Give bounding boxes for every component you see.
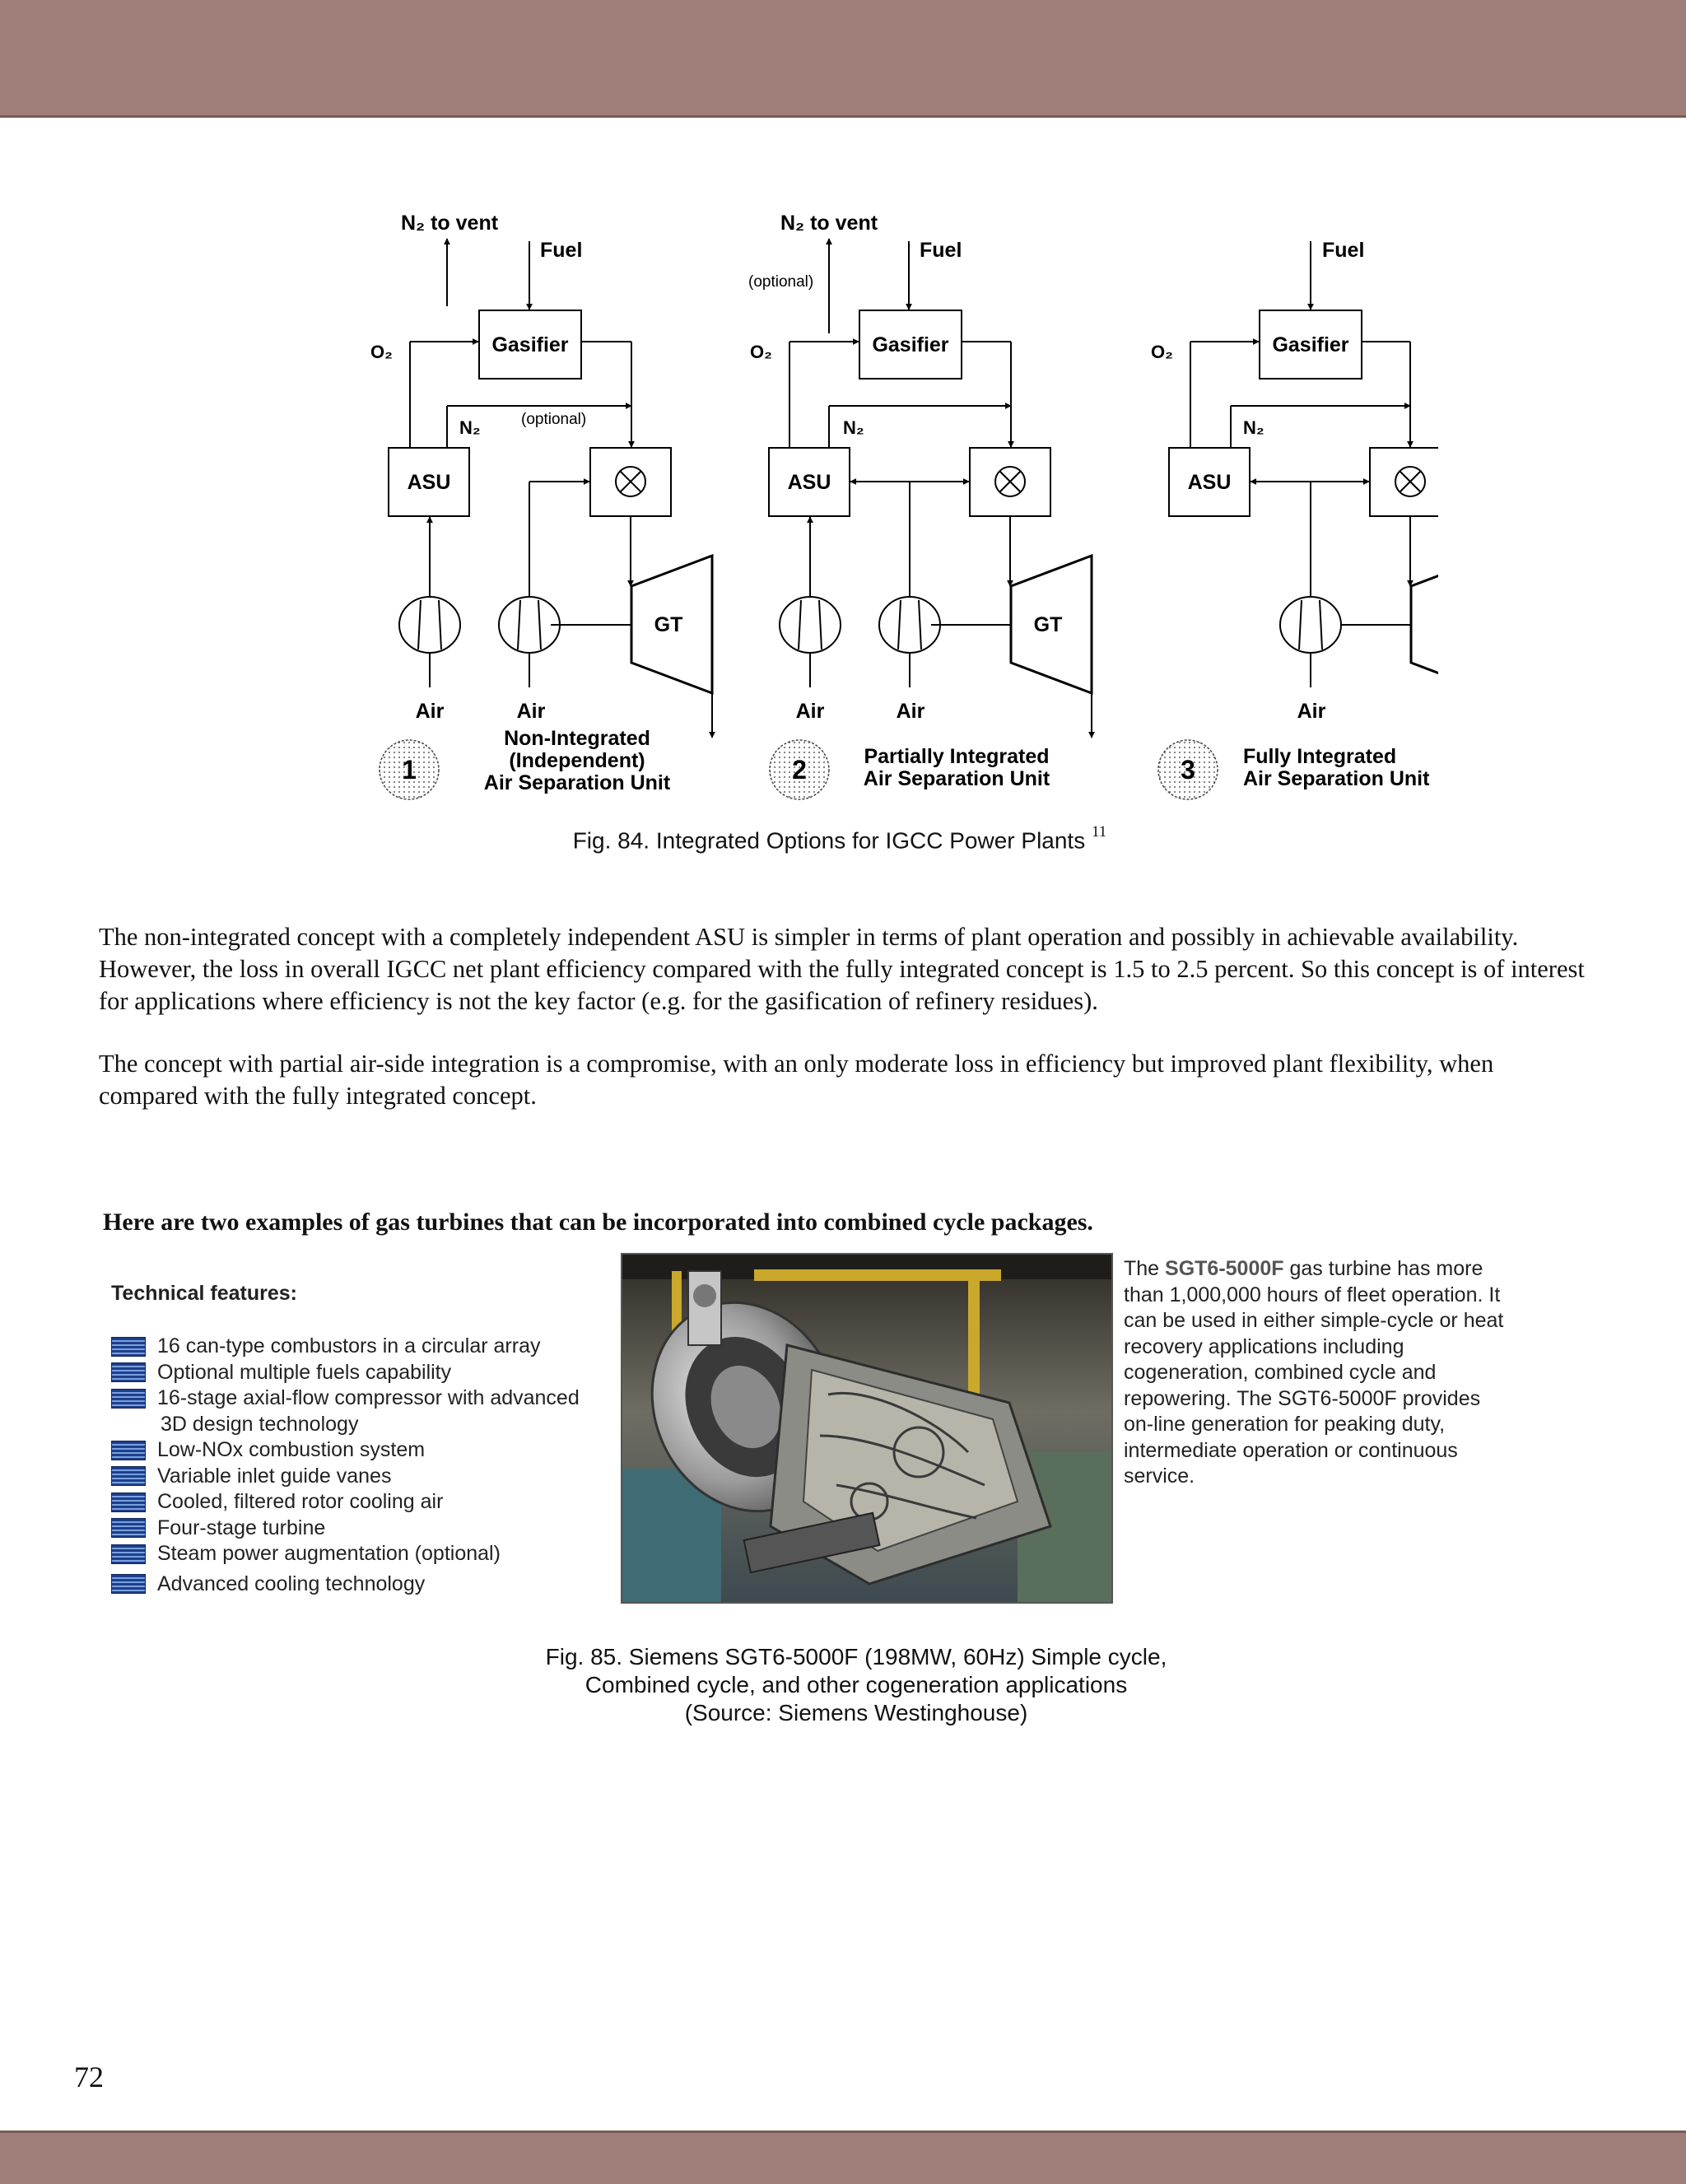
air-label: Air	[517, 700, 546, 723]
gasifier-box	[1259, 310, 1362, 380]
asu-box	[1168, 447, 1251, 517]
list-item: Cooled, filtered rotor cooling air	[111, 1489, 622, 1516]
asu-label: ASU	[788, 471, 831, 494]
gasifier-label: Gasifier	[491, 333, 568, 356]
bullet-icon	[111, 1518, 146, 1539]
body-paragraph: The non-integrated concept with a comple…	[99, 923, 1585, 1015]
fuel-label: Fuel	[1322, 239, 1364, 262]
list-item: Steam power augmentation (optional)	[111, 1541, 622, 1567]
option-3-diagram: Fuel Gasifier O₂ N₂ ASU Air	[1151, 239, 1438, 800]
bullet-icon	[111, 1440, 146, 1460]
turbine-description: The SGT6-5000F gas turbine has more than…	[1124, 1257, 1504, 1488]
optional-label: (optional)	[521, 411, 586, 428]
n2-label: N₂	[843, 417, 864, 438]
body-paragraph: The concept with partial air-side integr…	[99, 1050, 1494, 1110]
igcc-integration-diagram: N₂ to vent Fuel Gasifier O₂ N₂ (optional…	[370, 212, 1438, 800]
option-number: 3	[1181, 755, 1195, 785]
compressor-icon	[878, 596, 941, 654]
bullet-icon	[111, 1544, 146, 1564]
caption-line: Fig. 85. Siemens SGT6-5000F (198MW, 60Hz…	[545, 1644, 1167, 1669]
fuel-label: Fuel	[540, 239, 582, 262]
compressor-icon	[398, 596, 461, 654]
option-1-diagram: N₂ to vent Fuel Gasifier O₂ N₂ (optional…	[370, 212, 715, 800]
model-name: SGT6-5000F	[1165, 1257, 1284, 1280]
page-number: 72	[74, 2061, 104, 2093]
bullet-icon	[111, 1492, 146, 1512]
gasifier-box	[478, 310, 582, 380]
caption-text: Fig. 84. Integrated Options for IGCC Pow…	[572, 827, 1086, 854]
compressor-icon	[1279, 596, 1342, 654]
option-number: 2	[792, 755, 807, 785]
option-number-badge	[379, 739, 440, 800]
n2-to-vent-label: N₂ to vent	[780, 212, 878, 235]
bullet-icon	[111, 1388, 146, 1409]
list-item: 16 can-type combustors in a circular arr…	[111, 1334, 622, 1360]
gas-turbine-photo	[621, 1253, 1113, 1604]
option-title-line: Air Separation Unit	[484, 771, 671, 794]
caption-line: (Source: Siemens Westinghouse)	[684, 1700, 1028, 1725]
o2-label: O₂	[750, 342, 772, 362]
figure-85-caption: Fig. 85. Siemens SGT6-5000F (198MW, 60Hz…	[445, 1643, 1268, 1727]
fuel-label: Fuel	[920, 239, 962, 262]
bullet-icon	[111, 1574, 146, 1595]
optional-label: (optional)	[748, 273, 813, 291]
option-title-line: (Independent)	[509, 749, 645, 772]
asu-box	[388, 447, 470, 517]
gasifier-label: Gasifier	[872, 333, 948, 356]
gasifier-label: Gasifier	[1272, 333, 1348, 356]
air-label: Air	[897, 700, 925, 723]
option-number: 1	[402, 755, 417, 785]
technical-features-title: Technical features:	[111, 1282, 298, 1305]
list-item: Four-stage turbine	[111, 1516, 622, 1542]
technical-features-list: 16 can-type combustors in a circular arr…	[111, 1334, 622, 1597]
n2-label: N₂	[1243, 417, 1264, 438]
list-item: Advanced cooling technology	[111, 1572, 622, 1598]
n2-label: N₂	[459, 417, 481, 438]
list-item: Low-NOx combustion system	[111, 1437, 622, 1464]
option-title-line: Air Separation Unit	[1243, 767, 1430, 790]
option-2-diagram: N₂ to vent (optional) Fuel Gasifier O₂ N…	[748, 212, 1095, 800]
list-item: Optional multiple fuels capability	[111, 1360, 622, 1386]
gt-label: GT	[654, 613, 683, 636]
bullet-icon	[111, 1336, 146, 1357]
compressor-icon	[498, 596, 561, 654]
option-title-line: Air Separation Unit	[864, 767, 1050, 790]
option-title-line: Non-Integrated	[504, 727, 650, 750]
bullet-icon	[111, 1362, 146, 1383]
air-label: Air	[416, 700, 445, 723]
examples-heading: Here are two examples of gas turbines th…	[103, 1208, 1093, 1236]
option-number-badge	[1157, 739, 1218, 800]
list-item: Variable inlet guide vanes	[111, 1464, 622, 1490]
option-title-line: Partially Integrated	[864, 745, 1049, 768]
bullet-icon	[111, 1466, 146, 1487]
option-title-line: Fully Integrated	[1243, 745, 1396, 768]
asu-label: ASU	[408, 471, 451, 494]
option-number-badge	[769, 739, 830, 800]
figure-84-caption: Fig. 84. Integrated Options for IGCC Pow…	[461, 823, 1218, 854]
air-label: Air	[796, 700, 825, 723]
n2-to-vent-label: N₂ to vent	[401, 212, 499, 235]
gt-label: GT	[1034, 613, 1063, 636]
asu-box	[768, 447, 850, 517]
gas-turbine	[1409, 574, 1438, 675]
caption-line: Combined cycle, and other cogeneration a…	[585, 1672, 1128, 1697]
list-item-continuation: 3D design technology	[161, 1412, 359, 1436]
air-label: Air	[1297, 700, 1326, 723]
asu-label: ASU	[1188, 471, 1232, 494]
bottom-footer-band	[0, 2130, 1686, 2184]
gasifier-box	[859, 310, 962, 380]
top-header-band	[0, 0, 1686, 118]
combustor-box	[1369, 447, 1438, 517]
list-item: 16-stage axial-flow compressor with adva…	[111, 1385, 622, 1412]
caption-reference: 11	[1092, 823, 1107, 841]
compressor-icon	[779, 596, 841, 654]
o2-label: O₂	[370, 342, 393, 362]
o2-label: O₂	[1151, 342, 1173, 362]
